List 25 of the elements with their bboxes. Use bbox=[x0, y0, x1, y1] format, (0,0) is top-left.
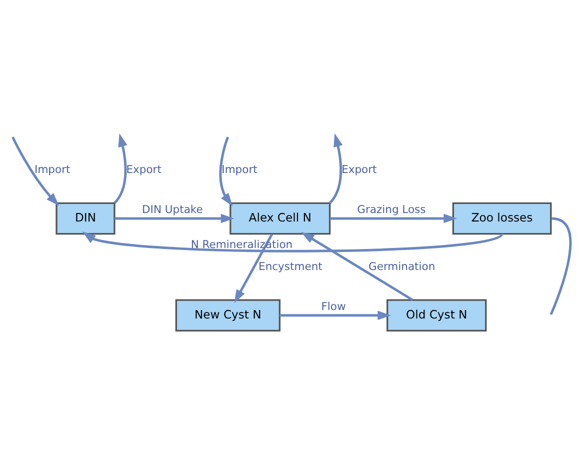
node-box: Alex Cell N bbox=[230, 202, 331, 234]
arrow bbox=[328, 132, 343, 204]
arrow bbox=[280, 310, 391, 320]
arrow bbox=[114, 213, 234, 223]
edge-label: Germination bbox=[368, 259, 436, 272]
node-box: DIN bbox=[56, 202, 116, 234]
edge-label: Import bbox=[222, 162, 258, 176]
edge-label: Export bbox=[342, 162, 377, 176]
arrow bbox=[301, 232, 414, 301]
arrow bbox=[219, 136, 233, 206]
arrow bbox=[234, 233, 274, 303]
node-box: New Cyst N bbox=[175, 298, 281, 332]
node-box: Zoo losses bbox=[452, 202, 552, 234]
edge-label: Grazing Loss bbox=[357, 202, 426, 216]
arrow bbox=[82, 231, 503, 252]
arrow bbox=[12, 136, 60, 206]
arrow bbox=[114, 132, 128, 204]
arrow bbox=[330, 213, 457, 223]
node-box: Old Cyst N bbox=[386, 298, 487, 332]
edge-label: Flow bbox=[321, 299, 346, 312]
edge-label: Export bbox=[126, 162, 162, 176]
edge-label: Encystment bbox=[258, 259, 322, 272]
connector bbox=[550, 216, 572, 314]
edge-label: DIN Uptake bbox=[142, 202, 203, 216]
edge-label: Import bbox=[34, 162, 70, 176]
